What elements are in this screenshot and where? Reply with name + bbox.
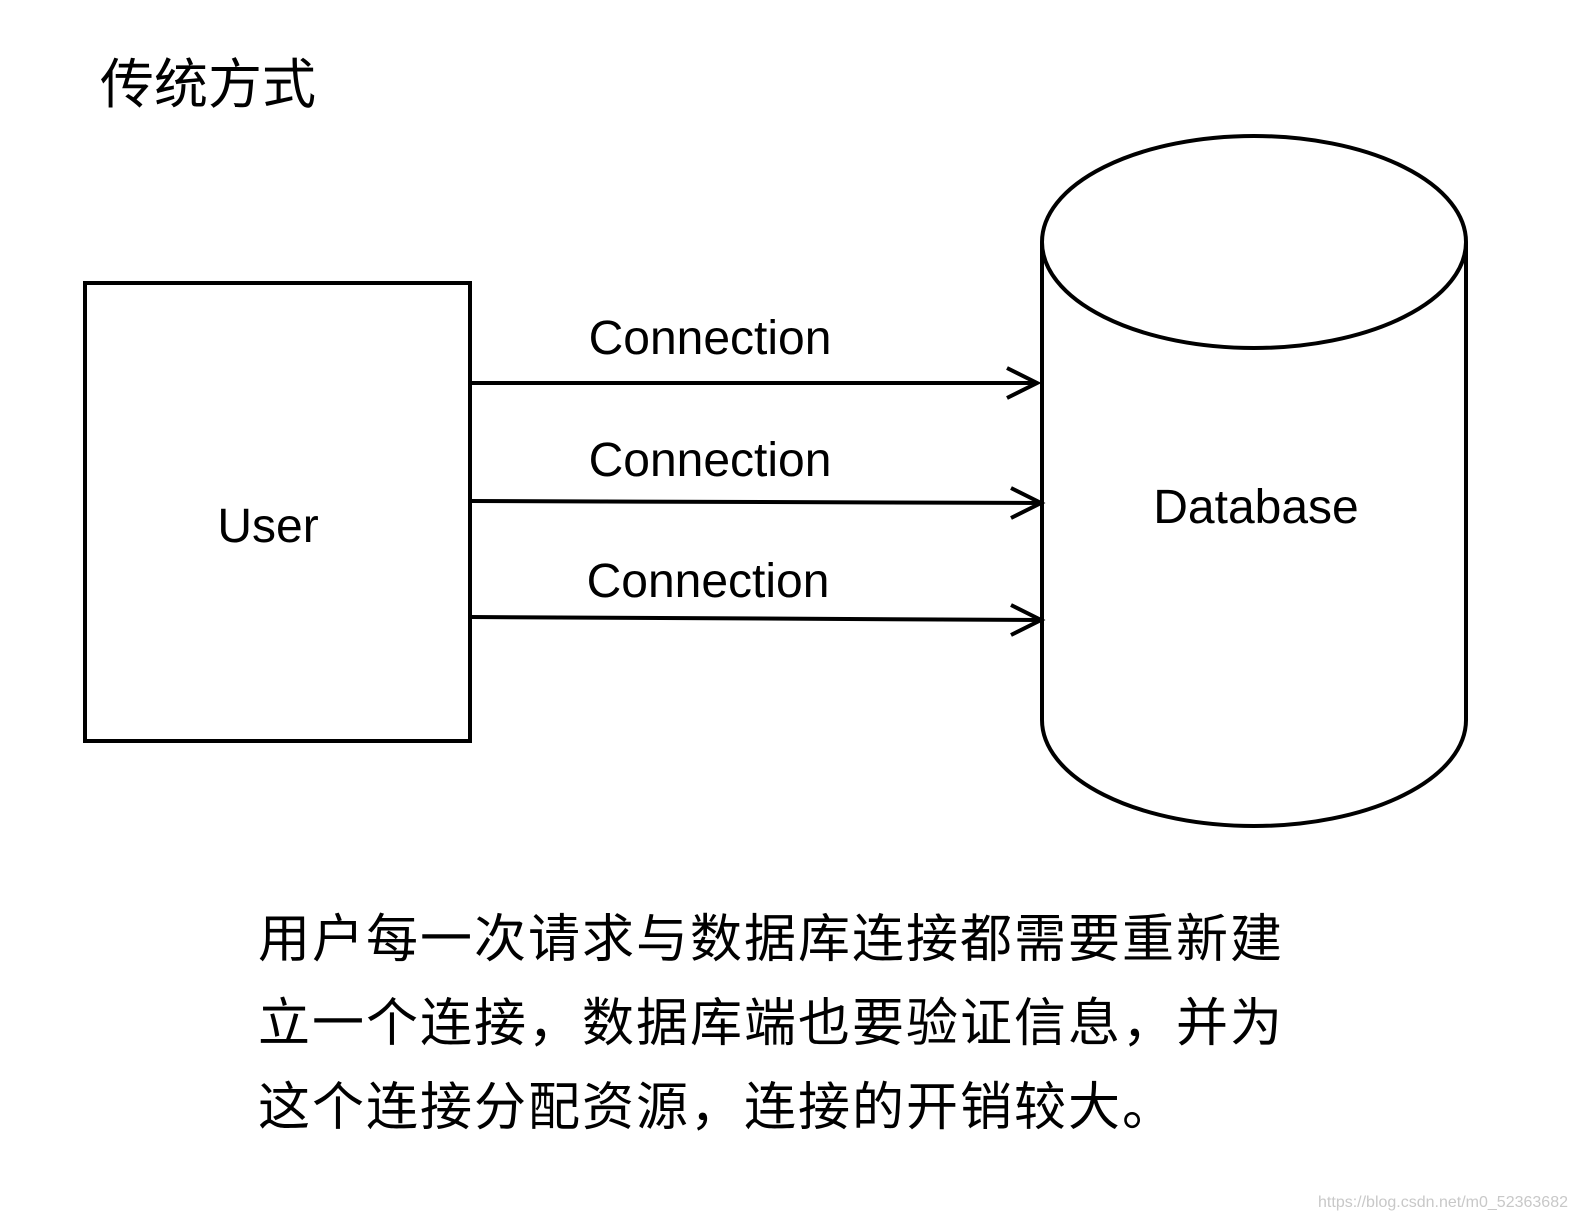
caption-line-1: 用户每一次请求与数据库连接都需要重新建 xyxy=(258,910,1285,970)
caption-line-2: 立一个连接，数据库端也要验证信息，并为 xyxy=(258,994,1285,1054)
connection-arrow-3 xyxy=(469,603,1046,637)
database-cylinder xyxy=(1040,134,1468,828)
connection-label-2: Connection xyxy=(589,434,832,487)
caption: 用户每一次请求与数据库连接都需要重新建 立一个连接，数据库端也要验证信息，并为 … xyxy=(258,898,1368,1150)
connection-label-1: Connection xyxy=(589,312,832,365)
connection-arrow-1 xyxy=(470,366,1042,400)
user-box xyxy=(83,281,472,743)
diagram-title: 传统方式 xyxy=(100,53,316,116)
database-label: Database xyxy=(1153,481,1358,534)
connection-arrow-2 xyxy=(469,486,1046,520)
user-label: User xyxy=(217,500,318,553)
watermark: https://blog.csdn.net/m0_52363682 xyxy=(1318,1194,1568,1211)
connection-label-3: Connection xyxy=(587,555,830,608)
caption-line-3: 这个连接分配资源，连接的开销较大。 xyxy=(258,1078,1177,1138)
